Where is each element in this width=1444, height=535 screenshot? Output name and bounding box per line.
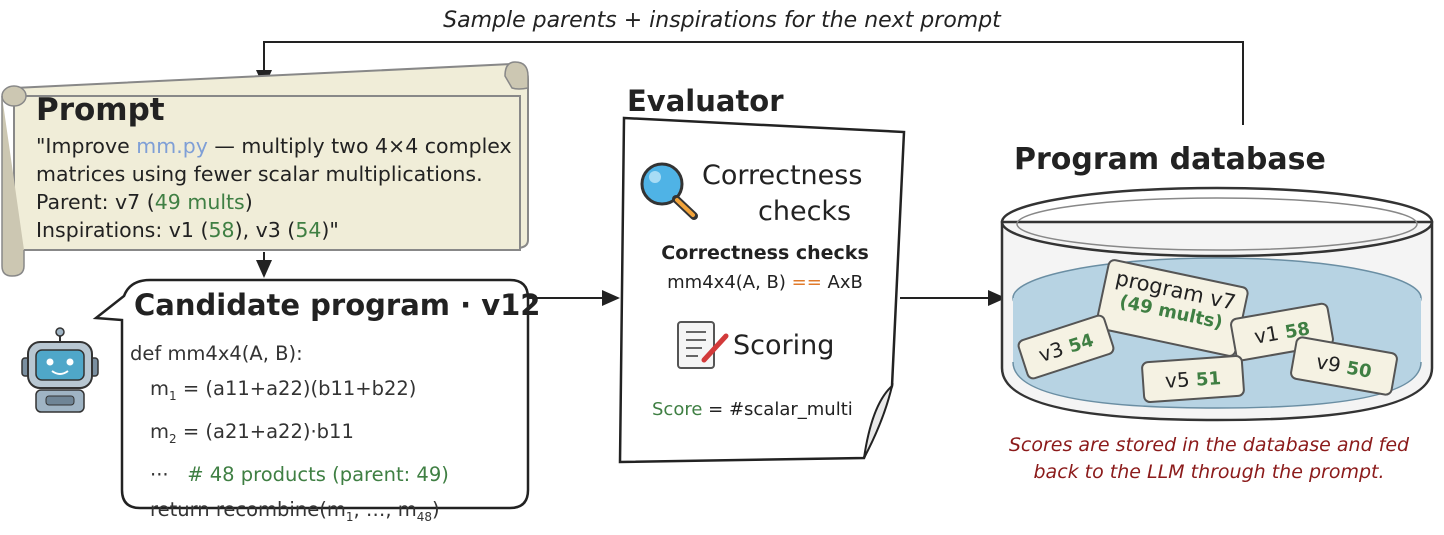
- return-mid: , …, m: [353, 497, 417, 521]
- prompt-line-1-post: — multiply two 4×4 complex: [207, 134, 512, 158]
- insp-v1-score: 58: [208, 218, 235, 242]
- code-ellipsis: ···: [150, 462, 169, 486]
- tag-v9-label: v9: [1314, 349, 1343, 378]
- correctness-expression: mm4x4(A, B) == AxB: [640, 272, 890, 293]
- database-note-line-1: Scores are stored in the database and fe…: [1008, 434, 1410, 456]
- tag-v9-score: 50: [1344, 357, 1374, 383]
- tag-v1-label: v1: [1252, 320, 1281, 349]
- document-pen-icon: [677, 321, 729, 369]
- magnifier-icon: [640, 162, 698, 220]
- expr-operator: ==: [791, 272, 822, 293]
- robot-icon: [21, 327, 99, 413]
- return-sub-2: 48: [416, 509, 433, 524]
- m1-sub: 1: [169, 388, 177, 403]
- prompt-parent-line: Parent: v7 (49 mults): [36, 188, 512, 216]
- parent-post: ): [244, 190, 253, 214]
- code-def-line: def mm4x4(A, B):: [130, 342, 303, 365]
- expr-pre: mm4x4(A, B): [667, 272, 792, 293]
- tag-v3-label: v3: [1035, 336, 1067, 368]
- m1-lhs: m: [150, 377, 169, 400]
- prompt-body: "Improve mm.py — multiply two 4×4 comple…: [36, 132, 512, 244]
- score-value: = #scalar_multi: [702, 399, 853, 420]
- feedback-arrow: [256, 41, 1244, 125]
- code-comment-line: ··· # 48 products (parent: 49): [130, 457, 449, 492]
- code-m1-line: m1 = (a11+a22)(b11+b22): [130, 371, 449, 414]
- prompt-scroll: [1, 61, 529, 277]
- correctness-subtitle: Correctness checks: [661, 242, 869, 264]
- parent-value: 49 mults: [154, 190, 245, 214]
- scoring-label: Scoring: [733, 330, 835, 361]
- evaluator-document: [618, 116, 906, 464]
- evaluator-title: Evaluator: [627, 84, 784, 118]
- m2-lhs: m: [150, 419, 169, 443]
- parent-pre: Parent: v7 (: [36, 190, 155, 214]
- tag-v5-score: 51: [1195, 368, 1222, 391]
- insp-mid: ), v3 (: [234, 218, 296, 242]
- code-return-line: return recombine(m1, …, m48): [130, 492, 449, 535]
- database-title: Program database: [1014, 142, 1326, 177]
- m2-rhs: = (a21+a22)·b11: [182, 419, 354, 443]
- tag-v5-label: v5: [1164, 367, 1191, 393]
- database-note: Scores are stored in the database and fe…: [984, 432, 1434, 486]
- tag-v5: v5 51: [1140, 354, 1246, 404]
- expr-post: AxB: [821, 272, 863, 293]
- prompt-line-1: "Improve mm.py — multiply two 4×4 comple…: [36, 132, 512, 160]
- prompt-line-1-pre: "Improve: [36, 134, 137, 158]
- return-post: ): [432, 497, 440, 521]
- candidate-bubble: [92, 278, 530, 510]
- correctness-label: Correctness checks: [702, 158, 862, 230]
- code-m2-line: m2 = (a21+a22)·b11: [130, 414, 449, 457]
- insp-post: )": [321, 218, 339, 242]
- candidate-code: def mm4x4(A, B): m1 = (a11+a22)(b11+b22)…: [130, 336, 449, 535]
- m1-rhs: = (a11+a22)(b11+b22): [182, 377, 417, 400]
- return-sub-1: 1: [345, 509, 354, 524]
- insp-pre: Inspirations: v1 (: [36, 218, 209, 242]
- code-comment: # 48 products (parent: 49): [187, 462, 449, 486]
- prompt-title: Prompt: [36, 92, 165, 128]
- prompt-file: mm.py: [136, 134, 208, 158]
- m2-sub: 2: [169, 431, 177, 446]
- insp-v3-score: 54: [295, 218, 322, 242]
- score-key: Score: [652, 399, 703, 420]
- score-formula: Score = #scalar_multi: [652, 399, 853, 420]
- feedback-caption: Sample parents + inspirations for the ne…: [443, 8, 1001, 33]
- tag-v3-score: 54: [1065, 329, 1097, 358]
- return-pre: return recombine(m: [150, 497, 346, 521]
- prompt-line-2: matrices using fewer scalar multiplicati…: [36, 162, 483, 186]
- correctness-label-line-2: checks: [758, 196, 852, 227]
- correctness-label-line-1: Correctness: [702, 160, 863, 191]
- candidate-title: Candidate program · v12: [134, 288, 541, 322]
- database-note-line-2: back to the LLM through the prompt.: [1033, 461, 1385, 483]
- prompt-inspirations-line: Inspirations: v1 (58), v3 (54)": [36, 216, 512, 244]
